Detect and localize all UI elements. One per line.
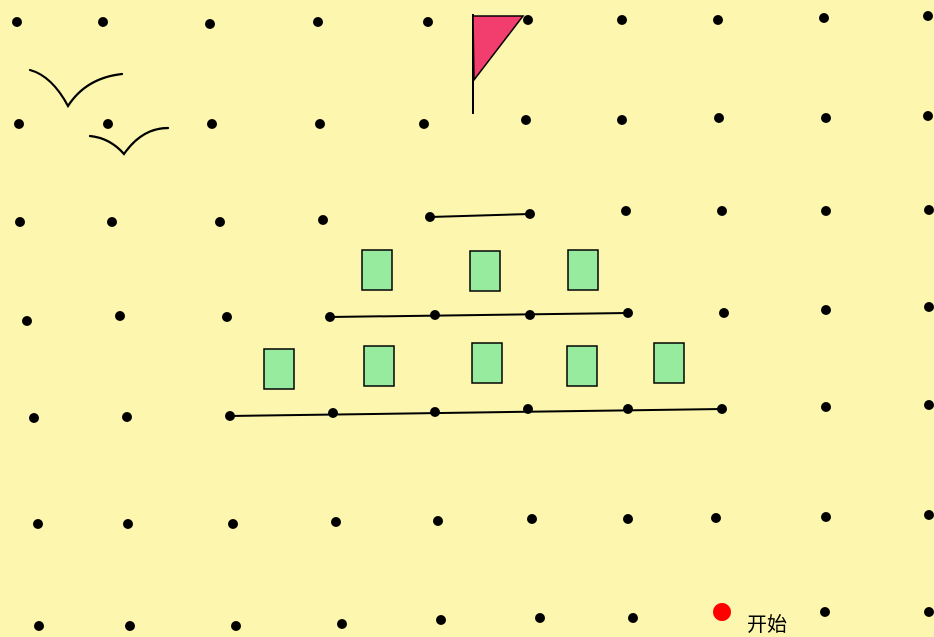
green-brick [568, 250, 598, 290]
tier-line [430, 214, 530, 217]
bird-icon [90, 128, 168, 154]
tier-line [330, 313, 628, 317]
grid-dot [33, 519, 43, 529]
grid-dot [205, 19, 215, 29]
grid-dot [125, 621, 135, 631]
grid-dot [419, 119, 429, 129]
grid-dot [98, 17, 108, 27]
grid-dot [924, 607, 934, 617]
grid-dot [29, 413, 39, 423]
grid-dot [430, 310, 440, 320]
grid-dot [623, 308, 633, 318]
grid-dot [623, 404, 633, 414]
grid-dot [923, 111, 933, 121]
grid-dot [821, 402, 831, 412]
grid-dot [315, 119, 325, 129]
grid-dot [107, 217, 117, 227]
grid-dot [331, 517, 341, 527]
grid-dot [713, 15, 723, 25]
green-brick [472, 343, 502, 383]
grid-dot [821, 512, 831, 522]
grid-dot [115, 311, 125, 321]
grid-dot [628, 613, 638, 623]
grid-dot [523, 15, 533, 25]
grid-dot [14, 119, 24, 129]
grid-dot [228, 519, 238, 529]
grid-dot [924, 400, 934, 410]
grid-dot [523, 404, 533, 414]
start-label: 开始 [747, 612, 787, 636]
grid-dot [425, 212, 435, 222]
grid-dot [527, 514, 537, 524]
grid-dot [623, 514, 633, 524]
start-marker [713, 603, 731, 621]
grid-dot [318, 215, 328, 225]
grid-dot [325, 312, 335, 322]
grid-dot [231, 621, 241, 631]
grid-dot [714, 113, 724, 123]
grid-dot [433, 516, 443, 526]
grid-dot [617, 115, 627, 125]
grid-dot [225, 411, 235, 421]
grid-dot [821, 113, 831, 123]
grid-dot [535, 613, 545, 623]
grid-dot [819, 13, 829, 23]
grid-dot [313, 17, 323, 27]
grid-dot [436, 615, 446, 625]
grid-dot [521, 115, 531, 125]
green-brick [567, 346, 597, 386]
grid-dot [222, 312, 232, 322]
grid-dot [123, 519, 133, 529]
red-triangle-flag-icon [473, 16, 523, 80]
grid-dot [820, 607, 830, 617]
grid-dot [924, 302, 934, 312]
green-brick [470, 251, 500, 291]
grid-dot [34, 621, 44, 631]
grid-dot [621, 206, 631, 216]
grid-dot [207, 119, 217, 129]
bird-icon [30, 70, 122, 106]
green-brick [362, 250, 392, 290]
grid-dot [821, 305, 831, 315]
grid-dot [525, 310, 535, 320]
grid-dot [719, 308, 729, 318]
grid-dot [923, 11, 933, 21]
grid-dot [122, 412, 132, 422]
grid-dot [924, 510, 934, 520]
grid-dot [215, 217, 225, 227]
green-brick [654, 343, 684, 383]
grid-dot [423, 17, 433, 27]
grid-dot [337, 619, 347, 629]
grid-dot [617, 15, 627, 25]
grid-dot [711, 513, 721, 523]
grid-dot [12, 17, 22, 27]
green-brick [264, 349, 294, 389]
grid-dot [717, 206, 727, 216]
grid-dot [103, 119, 113, 129]
grid-dot [15, 217, 25, 227]
grid-dot [821, 206, 831, 216]
tier-line [230, 409, 722, 416]
grid-dot [525, 209, 535, 219]
grid-dot [924, 205, 934, 215]
grid-dot [430, 407, 440, 417]
grid-dot [328, 408, 338, 418]
grid-dot [717, 404, 727, 414]
grid-dot [22, 316, 32, 326]
green-brick [364, 346, 394, 386]
